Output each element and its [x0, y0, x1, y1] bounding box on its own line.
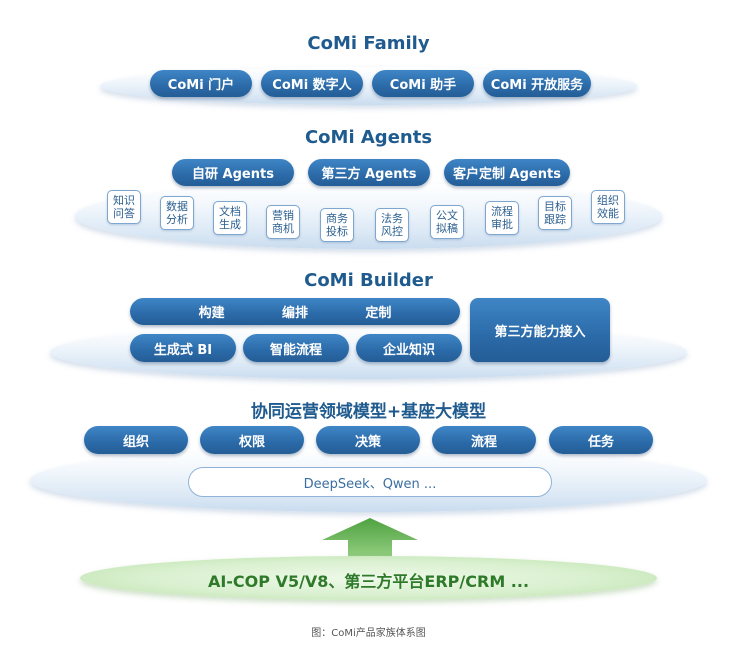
agent-tag-approval: 流程审批 [485, 201, 519, 235]
builder-build: 构建 [198, 306, 225, 321]
builder-orchestrate: 编排 [281, 306, 308, 321]
family-item-portal: CoMi 门户 [150, 70, 252, 97]
base-model-box: DeepSeek、Qwen ... [188, 467, 552, 497]
agents-title: CoMi Agents [304, 127, 433, 148]
agent-tag-data-analysis: 数据分析 [160, 196, 194, 230]
agent-tag-bidding: 商务投标 [320, 208, 354, 242]
family-item-digital-human: CoMi 数字人 [261, 70, 363, 97]
agents-item-third-party: 第三方 Agents [308, 159, 430, 186]
agent-tag-knowledge-qa: 知识问答 [107, 190, 141, 224]
family-title: CoMi Family [307, 33, 430, 54]
agent-tag-marketing: 营销商机 [266, 205, 300, 239]
builder-smart-flow: 智能流程 [243, 334, 349, 362]
builder-customize: 定制 [365, 306, 392, 321]
model-item-permission: 权限 [200, 426, 304, 454]
figure-caption: 图：CoMi产品家族体系图 [311, 628, 426, 639]
model-title: 协同运营领域模型+基座大模型 [250, 402, 487, 422]
agents-item-self: 自研 Agents [172, 159, 294, 186]
model-item-org: 组织 [84, 426, 188, 454]
builder-third-party: 第三方能力接入 [470, 298, 610, 362]
agents-item-custom: 客户定制 Agents [444, 159, 570, 186]
agent-tag-doc-generation: 文档生成 [213, 201, 247, 235]
family-item-open-service: CoMi 开放服务 [483, 70, 591, 97]
agent-tag-org-efficiency: 组织效能 [591, 190, 625, 224]
foundation-disc [80, 556, 657, 600]
up-arrow-icon [322, 518, 418, 580]
model-item-process: 流程 [432, 426, 536, 454]
builder-enterprise-knowledge: 企业知识 [356, 334, 462, 362]
family-item-assistant: CoMi 助手 [372, 70, 474, 97]
builder-title: CoMi Builder [304, 270, 433, 291]
foundation-text: AI-COP V5/V8、第三方平台ERP/CRM ... [207, 572, 530, 591]
model-item-decision: 决策 [316, 426, 420, 454]
agent-tag-official-doc: 公文拟稿 [430, 205, 464, 239]
builder-gen-bi: 生成式 BI [130, 334, 236, 362]
model-item-task: 任务 [549, 426, 653, 454]
agent-tag-legal-risk: 法务风控 [375, 208, 409, 242]
agent-tag-goal-tracking: 目标跟踪 [538, 196, 572, 230]
builder-top-bar: 构建 编排 定制 [130, 298, 460, 325]
